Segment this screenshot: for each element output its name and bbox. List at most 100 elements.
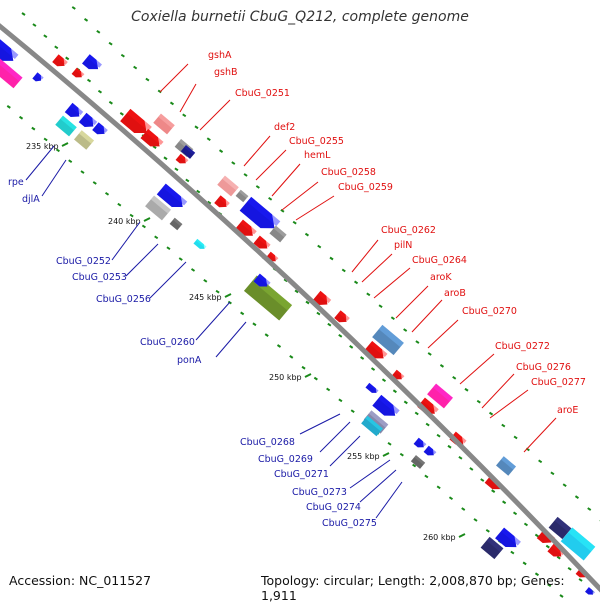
tick-mark	[550, 471, 555, 476]
tick-mark	[182, 113, 187, 118]
gene-block	[547, 543, 565, 557]
tick-mark	[412, 463, 417, 468]
gene-highlight	[60, 115, 77, 131]
tick-mark	[231, 161, 236, 165]
tick-mark	[80, 170, 85, 174]
tick-mark	[513, 435, 518, 440]
gene-highlight	[453, 431, 467, 444]
gene-body	[214, 195, 227, 208]
reverse-leader-line	[25, 145, 55, 181]
gene-block	[214, 195, 230, 208]
tick-mark	[71, 6, 76, 10]
gene-highlight	[150, 195, 171, 214]
forward-leader-line	[411, 299, 443, 333]
gene-block	[361, 415, 383, 437]
tick-mark	[203, 278, 208, 283]
gene-body	[312, 290, 328, 306]
gene-body	[269, 225, 287, 243]
forward-leader-line	[243, 135, 271, 167]
tick-mark	[327, 322, 332, 327]
tick-mark	[65, 56, 70, 61]
reverse-gene-label: ponA	[177, 355, 202, 366]
tick-mark	[119, 112, 124, 116]
gene-body	[235, 189, 249, 203]
gene-body	[365, 382, 377, 393]
reverse-leader-line	[359, 469, 397, 503]
scale-tick	[224, 293, 232, 298]
tick-mark	[92, 181, 97, 185]
tick-mark	[439, 364, 445, 368]
gene-highlight	[369, 340, 388, 358]
gene-highlight	[178, 153, 189, 163]
forward-leader-line	[281, 181, 319, 211]
tick-mark	[425, 422, 430, 427]
reverse-leader-line	[329, 435, 361, 467]
tick-mark	[399, 452, 404, 457]
forward-leader-line	[481, 373, 515, 409]
tick-mark	[104, 191, 110, 196]
gene-body	[423, 445, 434, 456]
gene-body	[243, 275, 293, 321]
gene-block	[71, 67, 85, 78]
tick-mark	[166, 246, 171, 251]
gene-highlight	[247, 196, 281, 227]
gene-highlight	[158, 113, 175, 129]
gene-body	[156, 183, 183, 207]
tick-mark	[414, 411, 419, 416]
scale-tick	[304, 373, 312, 378]
reverse-gene-label: CbuG_0271	[274, 469, 329, 480]
tick-mark	[294, 289, 299, 294]
tick-mark	[141, 224, 146, 229]
tick-mark	[476, 399, 481, 404]
tick-mark	[556, 555, 561, 560]
scale-label: 260 kbp	[423, 533, 456, 542]
tick-mark	[350, 409, 355, 414]
gene-highlight	[378, 324, 404, 348]
gene-block	[156, 183, 188, 207]
forward-leader-line	[159, 63, 189, 93]
gene-highlight	[87, 54, 102, 68]
tick-mark	[19, 115, 24, 120]
gene-block	[120, 108, 152, 133]
gene-block	[410, 455, 426, 469]
tick-mark	[207, 200, 212, 205]
reverse-leader-line	[299, 413, 341, 435]
tick-mark	[370, 367, 376, 371]
gene-highlight	[268, 251, 279, 261]
forward-gene-label: CbuG_0251	[235, 88, 290, 99]
forward-gene-label: pilN	[394, 240, 412, 251]
forward-leader-line	[427, 319, 459, 349]
gene-block	[140, 128, 164, 147]
gene-block	[74, 130, 94, 150]
gene-highlight	[126, 108, 152, 132]
tick-mark	[120, 53, 125, 58]
forward-gene-label: CbuG_0262	[381, 225, 436, 236]
tick-mark	[305, 300, 310, 305]
gene-block	[495, 527, 521, 548]
reverse-gene-label: CbuG_0252	[56, 256, 111, 267]
gene-body	[217, 175, 239, 197]
scale-tick	[143, 217, 151, 222]
reverse-leader-line	[111, 221, 141, 261]
gene-body	[496, 456, 516, 476]
reverse-leader-line	[149, 261, 187, 299]
gene-block	[480, 536, 504, 560]
tick-mark	[268, 197, 273, 201]
gene-body	[153, 113, 175, 135]
gene-body	[372, 394, 396, 416]
tick-mark	[338, 398, 343, 403]
forward-gene-label: CbuG_0259	[338, 182, 393, 193]
gene-body	[32, 72, 42, 82]
tick-mark	[366, 292, 371, 297]
tick-mark	[534, 533, 539, 538]
gene-highlight	[162, 183, 188, 206]
tick-mark	[86, 78, 92, 83]
tick-mark	[194, 125, 199, 130]
tick-mark	[133, 65, 138, 70]
gene-body	[585, 587, 594, 595]
gene-body	[484, 475, 501, 490]
tick-mark	[448, 496, 454, 501]
tick-mark	[523, 522, 529, 527]
